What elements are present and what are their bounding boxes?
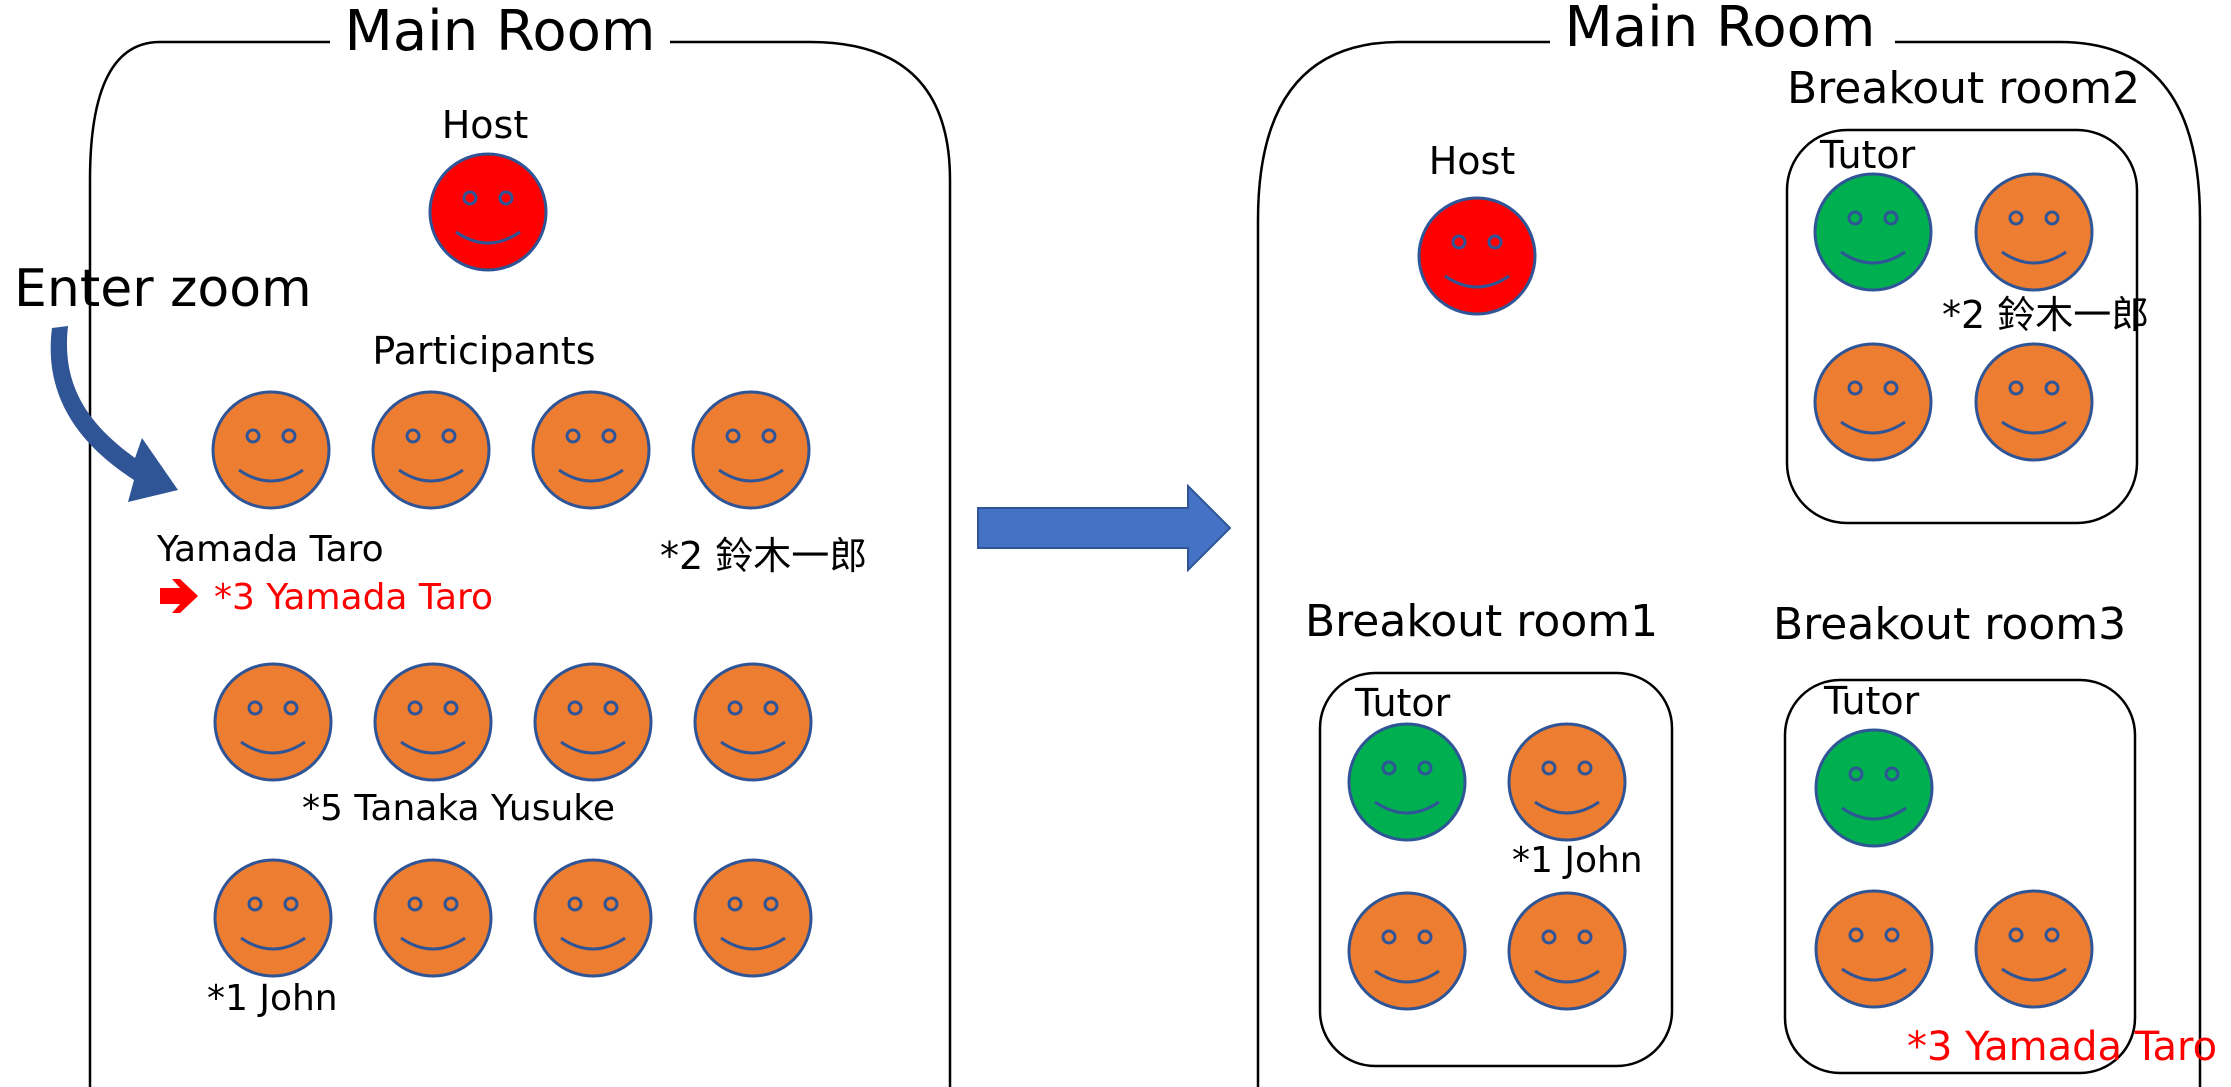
breakout-room-1: Breakout room1 Tutor *1 John (1305, 596, 1674, 1068)
name-yamada-taro-renamed: *3 Yamada Taro (214, 577, 493, 618)
participant-face (371, 390, 491, 510)
participant-face (1974, 342, 2094, 462)
rename-arrow-icon (160, 579, 198, 613)
left-main-room: Main Room Host Enter zoom Participants Y… (14, 0, 952, 1087)
participant-face (533, 662, 653, 782)
breakout-room-3-title: Breakout room3 (1773, 599, 2126, 650)
right-host-face (1417, 196, 1537, 316)
left-main-room-border (88, 40, 952, 1087)
participant-face (373, 662, 493, 782)
right-main-room: Main Room Host Breakout room2 Tutor *2 鈴… (1256, 0, 2217, 1087)
name-tanaka: *5 Tanaka Yusuke (302, 788, 615, 829)
left-main-room-title: Main Room (345, 0, 656, 64)
left-host-face (428, 152, 548, 272)
transition-arrow (977, 483, 1232, 573)
left-host-label: Host (442, 103, 529, 147)
breakout-room-2-name-suzuki: *2 鈴木一郎 (1942, 293, 2149, 337)
participant-face (211, 390, 331, 510)
breakout-room-3-name-yamada: *3 Yamada Taro (1907, 1024, 2217, 1070)
participant-face (691, 390, 811, 510)
participant-face (1507, 891, 1627, 1011)
breakout-room-2: Breakout room2 Tutor *2 鈴木一郎 (1785, 63, 2149, 525)
participant-face (533, 858, 653, 978)
participant-face (213, 858, 333, 978)
right-main-room-border (1256, 40, 2202, 1087)
participant-face (693, 858, 813, 978)
breakout-room-1-title: Breakout room1 (1305, 596, 1658, 647)
breakout-room-2-box (1785, 128, 2139, 525)
right-host-label: Host (1429, 139, 1516, 183)
participant-face (1974, 889, 2094, 1009)
participant-face (531, 390, 651, 510)
participant-face (213, 662, 333, 782)
name-yamada-taro: Yamada Taro (156, 529, 384, 570)
breakout-room-2-title: Breakout room2 (1787, 63, 2140, 114)
breakout-room-3-tutor-label: Tutor (1823, 679, 1920, 723)
participant-face (373, 858, 493, 978)
breakout-room-3: Breakout room3 Tutor *3 Yamada Taro (1773, 599, 2217, 1075)
breakout-room-3-box (1783, 678, 2137, 1075)
participant-face (1974, 172, 2094, 292)
name-john: *1 John (207, 978, 338, 1019)
breakout-room-2-tutor-label: Tutor (1819, 133, 1916, 177)
participant-face (1813, 342, 1933, 462)
participant-face (1347, 891, 1467, 1011)
breakout-room-1-box (1318, 671, 1674, 1068)
participant-face (693, 662, 813, 782)
tutor-face (1813, 172, 1933, 292)
name-suzuki: *2 鈴木一郎 (660, 534, 867, 578)
breakout-room-1-tutor-label: Tutor (1354, 681, 1451, 725)
tutor-face (1814, 728, 1934, 848)
enter-zoom-curved-arrow (50, 326, 178, 502)
tutor-face (1347, 722, 1467, 842)
breakout-room-1-name-john: *1 John (1512, 840, 1643, 881)
enter-zoom-label: Enter zoom (14, 259, 312, 319)
participants-label: Participants (372, 329, 595, 373)
participant-face (1814, 889, 1934, 1009)
right-main-room-title: Main Room (1565, 0, 1876, 60)
participant-face (1507, 722, 1627, 842)
